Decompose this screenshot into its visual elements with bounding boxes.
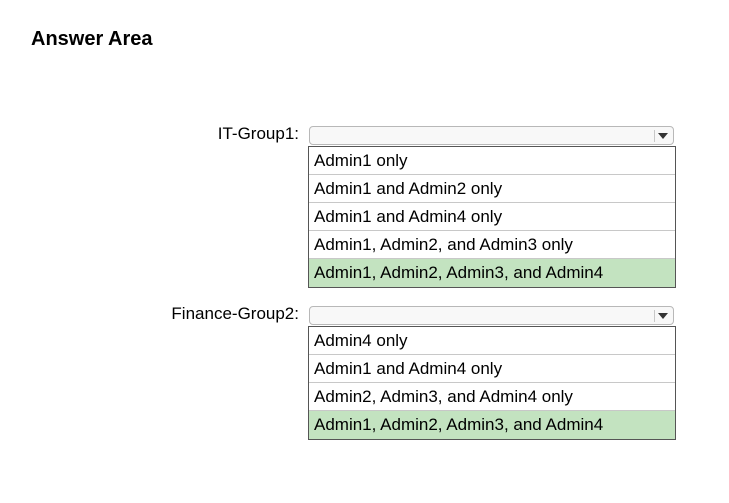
dropdown-option[interactable]: Admin1 and Admin2 only [309, 175, 675, 203]
finance-group2-options: Admin4 only Admin1 and Admin4 only Admin… [308, 326, 676, 440]
dropdown-option[interactable]: Admin1 and Admin4 only [309, 355, 675, 383]
dropdown-option[interactable]: Admin1 only [309, 147, 675, 175]
finance-group2-label: Finance-Group2: [171, 304, 299, 323]
chevron-down-icon[interactable] [654, 310, 669, 322]
dropdown-option[interactable]: Admin1, Admin2, and Admin3 only [309, 231, 675, 259]
dropdown-option[interactable]: Admin1 and Admin4 only [309, 203, 675, 231]
dropdown-option[interactable]: Admin4 only [309, 327, 675, 355]
dropdown-option[interactable]: Admin2, Admin3, and Admin4 only [309, 383, 675, 411]
answer-area-title: Answer Area [31, 28, 153, 50]
it-group1-dropdown[interactable] [309, 126, 674, 145]
dropdown-option-selected[interactable]: Admin1, Admin2, Admin3, and Admin4 [309, 411, 675, 439]
it-group1-label: IT-Group1: [217, 124, 299, 143]
dropdown-option-selected[interactable]: Admin1, Admin2, Admin3, and Admin4 [309, 259, 675, 287]
chevron-down-icon[interactable] [654, 130, 669, 142]
it-group1-options: Admin1 only Admin1 and Admin2 only Admin… [308, 146, 676, 288]
finance-group2-dropdown[interactable] [309, 306, 674, 325]
